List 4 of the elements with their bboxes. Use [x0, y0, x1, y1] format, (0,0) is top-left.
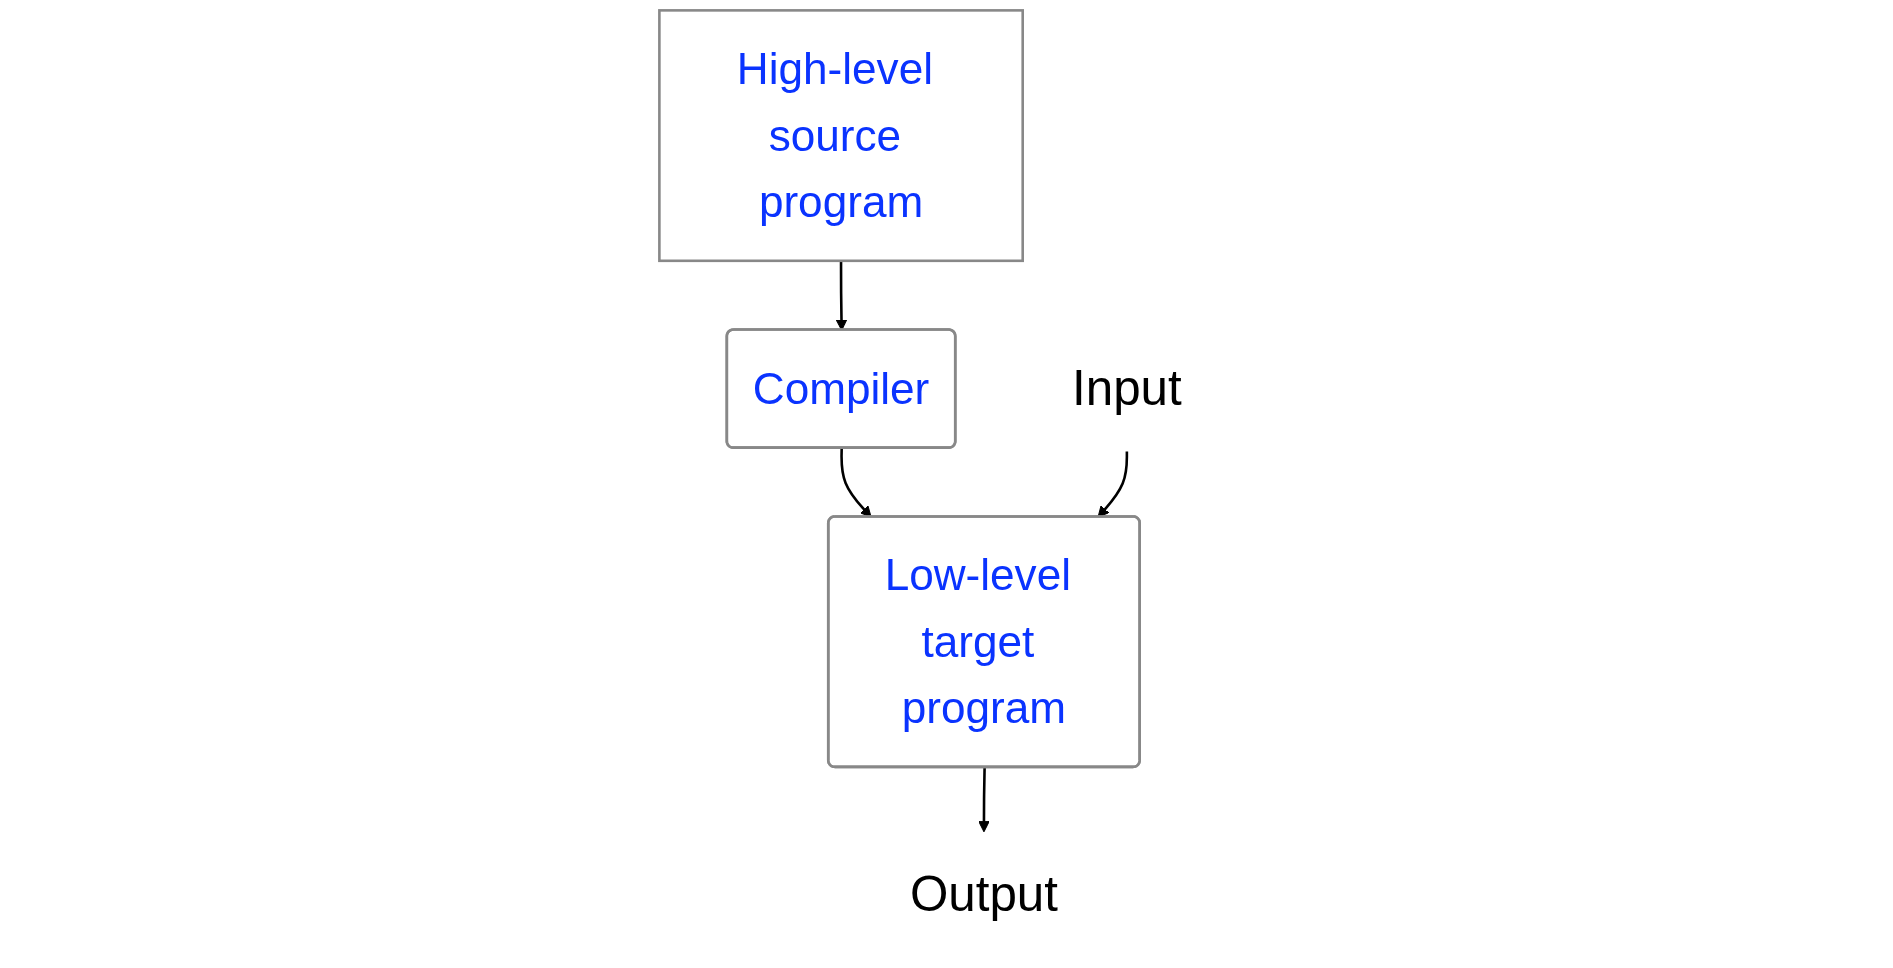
node-box: High-level source program: [658, 9, 1024, 263]
node-text: Input: [1072, 360, 1182, 416]
node-text: Output: [909, 866, 1058, 922]
arrow: [978, 767, 990, 833]
